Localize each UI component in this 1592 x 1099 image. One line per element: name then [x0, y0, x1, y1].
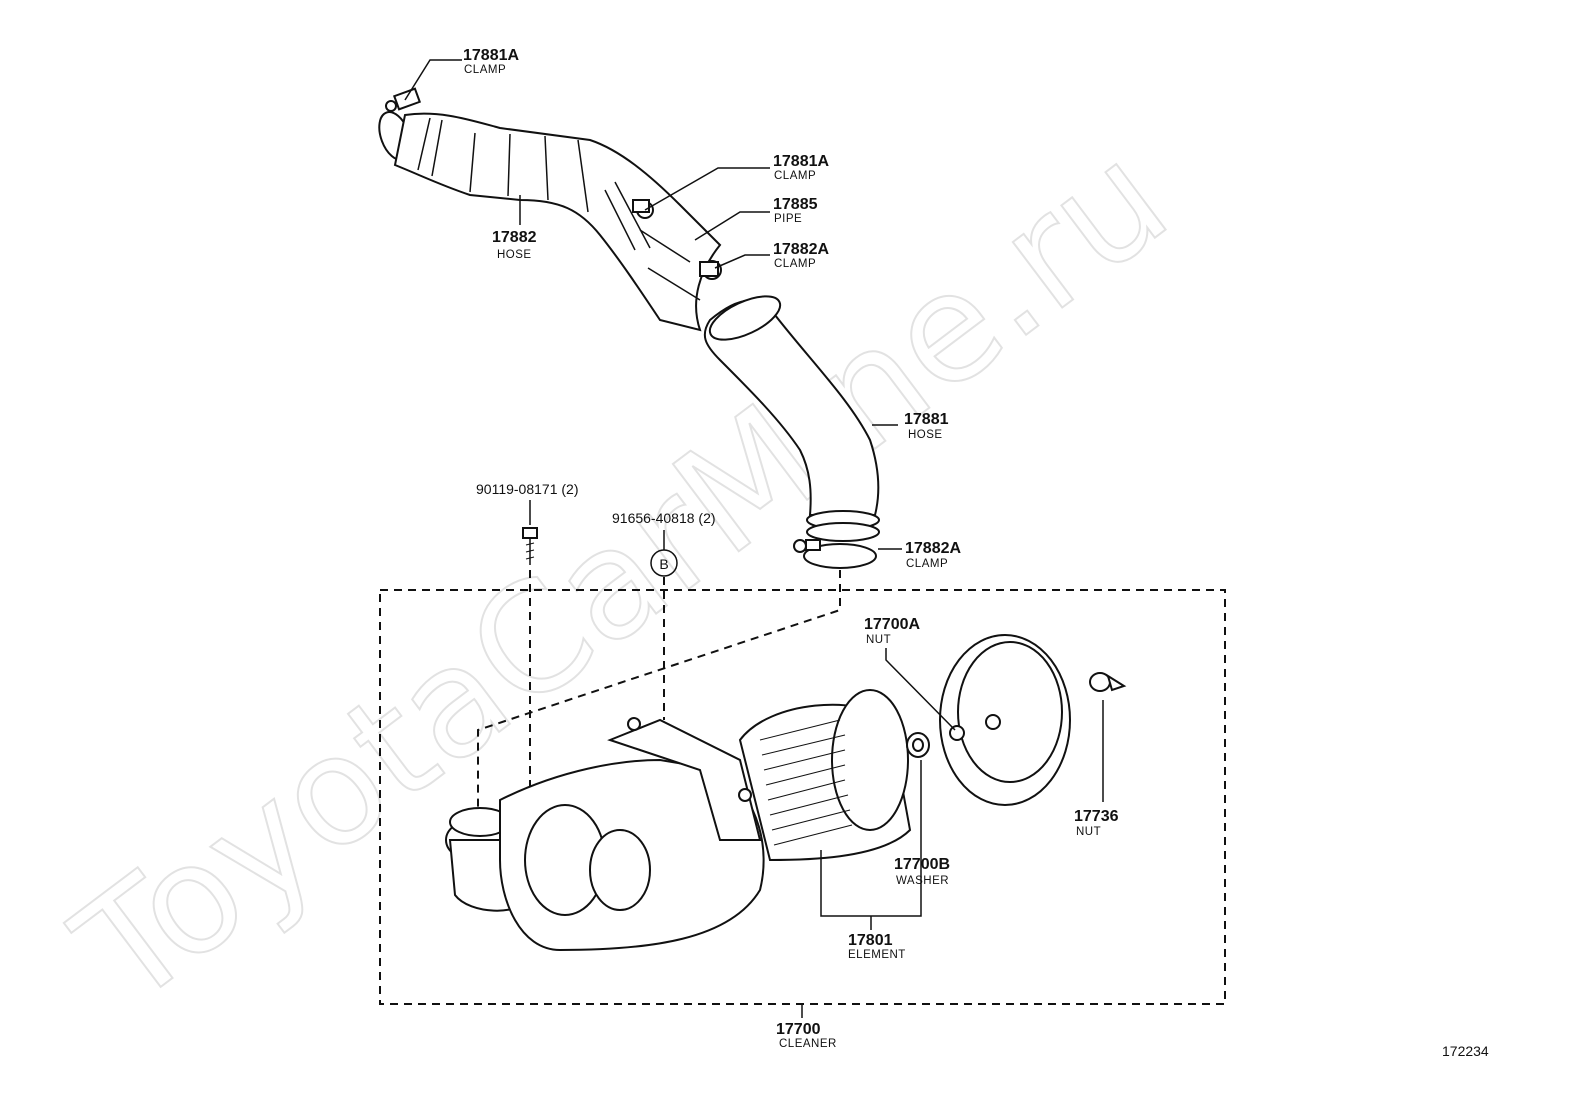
svg-text:17881: 17881: [904, 411, 949, 428]
svg-text:90119-08171 (2): 90119-08171 (2): [476, 481, 578, 497]
svg-text:WASHER: WASHER: [896, 875, 949, 887]
svg-text:CLEANER: CLEANER: [779, 1038, 837, 1050]
svg-text:NUT: NUT: [866, 634, 891, 646]
clamp-17881a-mid-drawing: [632, 199, 654, 219]
label-hose-82: 17882 HOSE: [492, 229, 537, 261]
label-bracket-part: 91656-40818 (2): [612, 510, 716, 526]
svg-text:17700B: 17700B: [894, 856, 950, 873]
svg-text:NUT: NUT: [1076, 826, 1101, 838]
label-pipe: 17885 PIPE: [773, 196, 818, 225]
svg-text:17882: 17882: [492, 229, 537, 246]
svg-text:17882A: 17882A: [905, 540, 961, 557]
label-nut-700a: 17700A NUT: [864, 616, 920, 646]
svg-text:HOSE: HOSE: [908, 429, 943, 441]
svg-text:CLAMP: CLAMP: [774, 170, 816, 182]
label-cleaner: 17700 CLEANER: [776, 1021, 837, 1050]
washer-drawing: [906, 732, 930, 758]
label-clamp-82a-top: 17882A CLAMP: [773, 241, 829, 270]
clamp-17882a-bottom-drawing: [793, 539, 877, 569]
label-bolt: 90119-08171 (2): [476, 481, 578, 497]
bolt-drawing: [522, 527, 538, 565]
svg-text:17700A: 17700A: [864, 616, 920, 633]
diagram-id: 172234: [1442, 1043, 1489, 1059]
label-nut-736: 17736 NUT: [1074, 808, 1119, 838]
svg-text:B: B: [659, 556, 668, 572]
element-drawing: [738, 689, 912, 862]
label-hose-81: 17881 HOSE: [904, 411, 949, 441]
nut-17736-drawing: [1089, 672, 1127, 692]
svg-text:91656-40818 (2): 91656-40818 (2): [612, 510, 716, 526]
label-clamp-mid: 17881A CLAMP: [773, 153, 829, 182]
label-clamp-82a-bottom: 17882A CLAMP: [905, 540, 961, 570]
label-washer: 17700B WASHER: [894, 856, 950, 887]
svg-text:17700: 17700: [776, 1021, 821, 1038]
svg-text:17885: 17885: [773, 196, 818, 213]
cover-drawing: [939, 634, 1071, 806]
air-cleaner-drawing: [445, 717, 765, 952]
svg-text:CLAMP: CLAMP: [774, 258, 816, 270]
svg-text:PIPE: PIPE: [774, 213, 802, 225]
svg-text:17882A: 17882A: [773, 241, 829, 258]
hose-assembly-drawing: [378, 87, 880, 569]
svg-text:ELEMENT: ELEMENT: [848, 949, 906, 961]
svg-text:17881A: 17881A: [773, 153, 829, 170]
svg-text:17801: 17801: [848, 932, 893, 949]
clamp-17882a-top-drawing: [699, 260, 722, 280]
svg-text:17736: 17736: [1074, 808, 1119, 825]
svg-text:HOSE: HOSE: [497, 249, 532, 261]
svg-text:CLAMP: CLAMP: [464, 64, 506, 76]
label-clamp-top: 17881A CLAMP: [463, 47, 519, 76]
svg-text:CLAMP: CLAMP: [906, 558, 948, 570]
svg-text:17881A: 17881A: [463, 47, 519, 64]
label-element: 17801 ELEMENT: [848, 932, 906, 961]
